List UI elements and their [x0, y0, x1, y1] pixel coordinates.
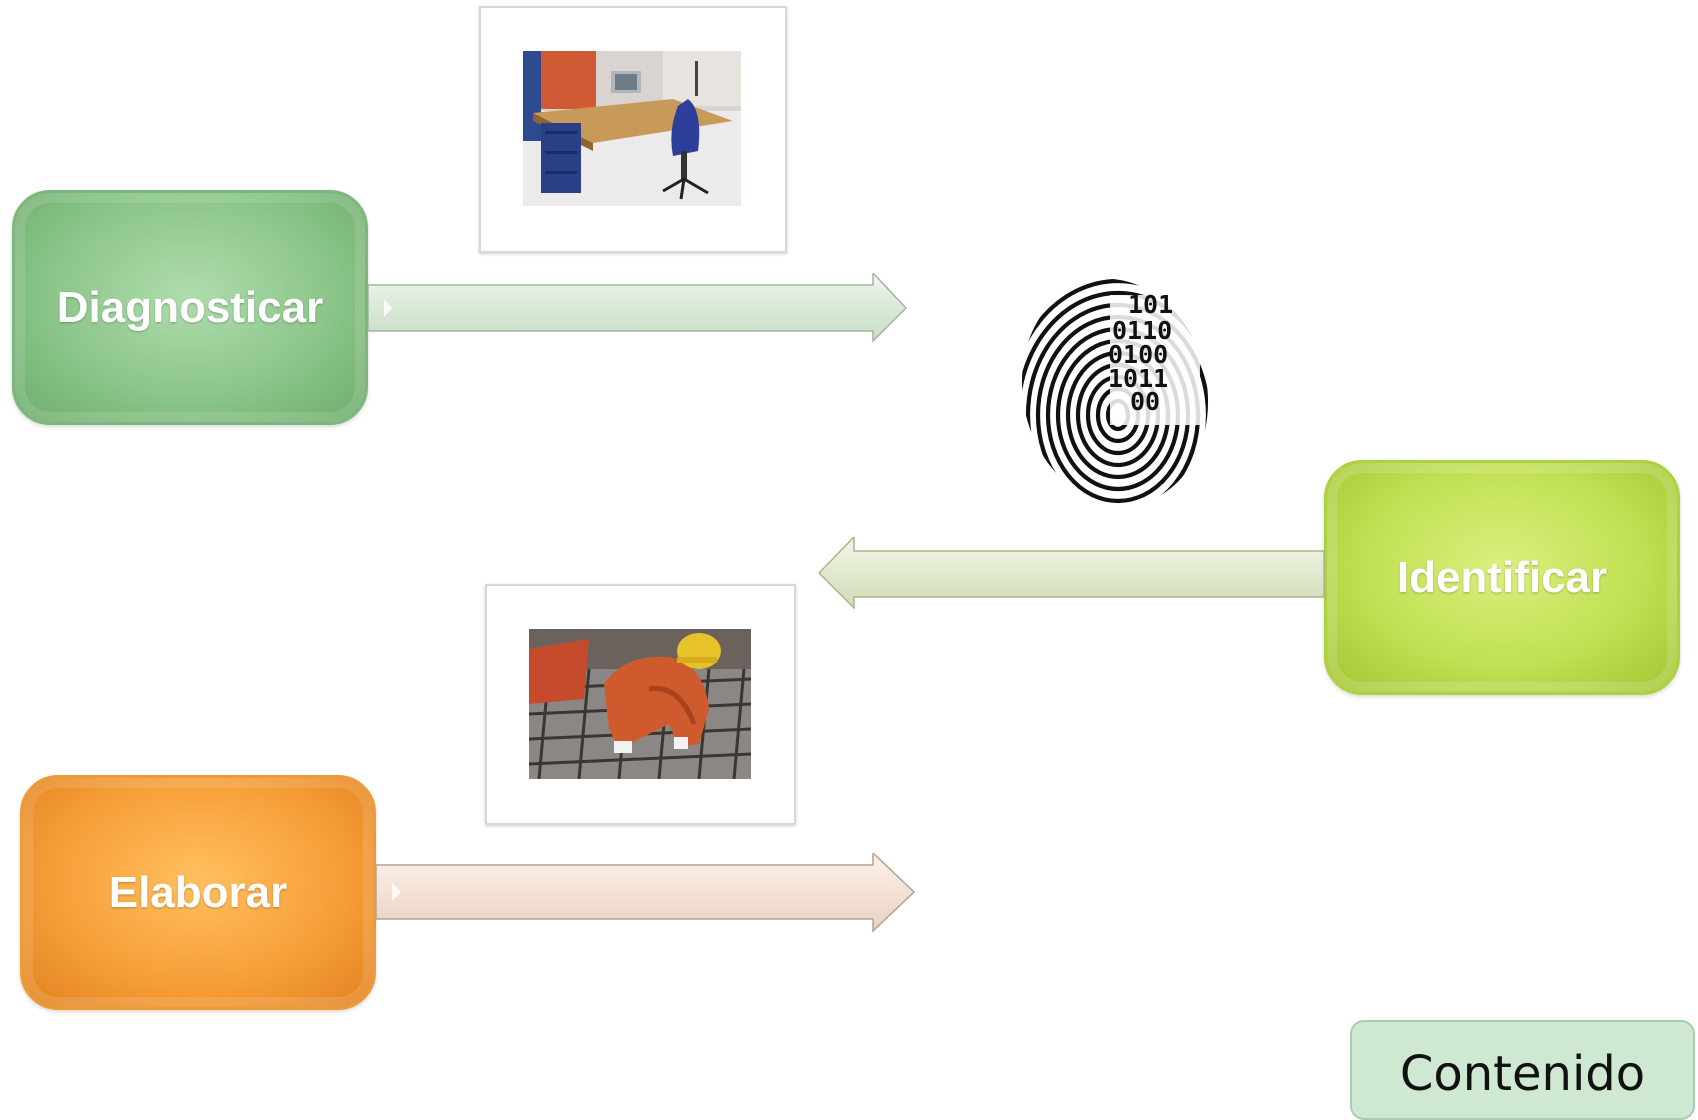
contenido-label: Contenido [1399, 1046, 1646, 1102]
fingerprint-digit-row: 0110 [1112, 316, 1172, 345]
office-desk-image [523, 51, 741, 206]
fingerprint-digit-row: 0100 [1108, 340, 1168, 369]
fingerprint-digit-row: 1011 [1108, 364, 1168, 393]
right-arrow-green [368, 273, 908, 343]
step-box-elaborar[interactable]: Elaborar [20, 775, 376, 1010]
left-arrow-lime [818, 537, 1325, 609]
contenido-button[interactable]: Contenido [1350, 1020, 1695, 1120]
fingerprint-digit-row: 101 [1128, 290, 1173, 319]
step-box-identificar[interactable]: Identificar [1324, 460, 1680, 695]
step-label-diagnosticar: Diagnosticar [56, 282, 324, 332]
step-box-diagnosticar[interactable]: Diagnosticar [12, 190, 368, 425]
right-arrow-orange [376, 853, 916, 933]
worker-photo-frame [485, 584, 796, 825]
step-label-identificar: Identificar [1396, 552, 1608, 602]
fingerprint-icon: 101 0110 0100 1011 00 [1020, 275, 1215, 508]
fingerprint-digit-row: 00 [1130, 387, 1160, 416]
office-photo-frame [479, 6, 787, 253]
construction-worker-image [529, 629, 751, 779]
step-label-elaborar: Elaborar [108, 867, 288, 917]
